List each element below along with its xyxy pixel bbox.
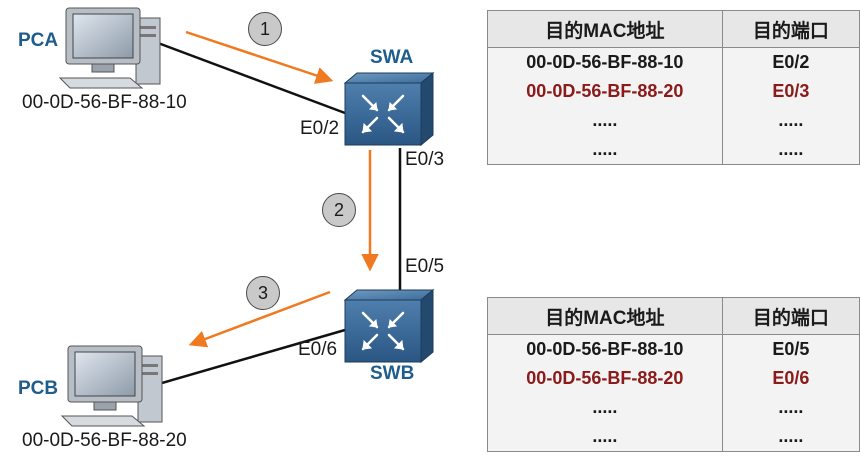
arrow-step-3 [188,290,331,348]
table-row: ..... ..... [487,393,860,422]
pcb-mac-label: 00-0D-56-BF-88-20 [22,430,187,451]
table-header-port: 目的端口 [721,297,860,335]
table-row: 00-0D-56-BF-88-20 E0/6 [487,364,860,393]
table-row: ..... ..... [487,106,860,135]
step-2-badge: 2 [322,193,356,227]
table-header-mac: 目的MAC地址 [487,297,723,335]
table-cell-port: E0/6 [721,364,860,393]
table-header-mac: 目的MAC地址 [487,10,723,48]
table-cell-port: E0/3 [721,77,860,106]
pcb-label: PCB [18,378,59,399]
swa-port-e02: E0/2 [300,118,340,139]
link-swb-pcb [154,328,346,387]
pca-mac-label: 00-0D-56-BF-88-10 [22,92,187,113]
table-cell-mac: ..... [487,422,723,452]
table-row: ..... ..... [487,422,860,452]
switch-icon [343,288,435,364]
swa-mac-table: 目的MAC地址 目的端口 00-0D-56-BF-88-10 E0/2 00-0… [487,10,860,165]
swa-port-e03: E0/3 [405,149,445,170]
table-row: ..... ..... [487,135,860,165]
swb-mac-table: 目的MAC地址 目的端口 00-0D-56-BF-88-10 E0/5 00-0… [487,297,860,452]
table-cell-port: ..... [721,393,860,422]
table-cell-mac: 00-0D-56-BF-88-10 [487,47,723,77]
computer-icon [58,7,161,89]
table-cell-mac: 00-0D-56-BF-88-20 [487,364,723,393]
table-header-port: 目的端口 [721,10,860,48]
table-cell-mac: ..... [487,106,723,135]
step-3-badge: 3 [246,276,280,310]
table-cell-port: ..... [721,422,860,452]
table-row: 00-0D-56-BF-88-10 E0/5 [487,334,860,364]
table-row: 00-0D-56-BF-88-20 E0/3 [487,77,860,106]
step-1-badge: 1 [248,12,282,46]
table-cell-mac: 00-0D-56-BF-88-10 [487,334,723,364]
pca-label: PCA [18,30,59,51]
swa-label: SWA [370,47,414,68]
table-row: 00-0D-56-BF-88-10 E0/2 [487,47,860,77]
swb-label: SWB [370,363,415,384]
table-cell-port: E0/5 [721,334,860,364]
table-cell-port: ..... [721,106,860,135]
table-cell-mac: 00-0D-56-BF-88-20 [487,77,723,106]
computer-icon [60,345,163,427]
table-cell-mac: ..... [487,135,723,165]
table-cell-port: E0/2 [721,47,860,77]
table-cell-mac: ..... [487,393,723,422]
swb-port-e05: E0/5 [405,256,445,277]
switch-icon [343,71,435,147]
link-pca-swa [149,38,346,115]
swb-port-e06: E0/6 [298,339,338,360]
arrow-step-1 [185,30,334,84]
table-cell-port: ..... [721,135,860,165]
